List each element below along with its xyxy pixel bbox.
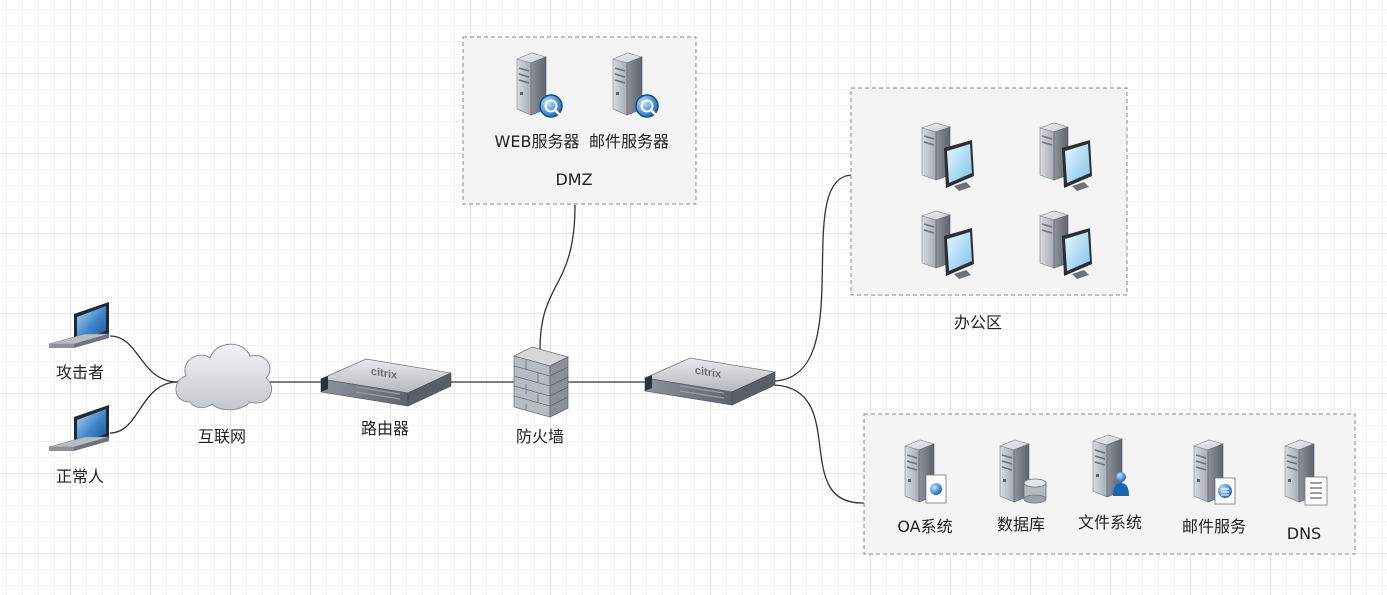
internal-servers-group: OA系统 数据库 文件系统 邮件服务 DNS — [863, 413, 1356, 555]
oa-server-icon — [904, 439, 947, 504]
normal-user-laptop-icon — [48, 404, 110, 452]
dmz-box — [462, 36, 697, 205]
cloud-icon — [175, 343, 272, 411]
office-label: 办公区 — [954, 313, 1002, 332]
mail-service-server-icon — [1193, 439, 1236, 505]
link-switch-office — [774, 174, 854, 382]
router-brand-logo: citrix — [371, 366, 398, 382]
link-switch-servers — [774, 384, 865, 504]
firewall-node: 防火墙 — [513, 346, 569, 446]
dns-label: DNS — [1287, 524, 1321, 543]
normal-user-label: 正常人 — [56, 467, 104, 486]
attacker-laptop-icon — [48, 301, 110, 349]
attacker-label: 攻击者 — [56, 363, 104, 382]
link-attacker-internet — [109, 335, 179, 383]
oa-label: OA系统 — [897, 517, 952, 536]
router-node: citrix 路由器 — [320, 358, 452, 438]
switch-node: citrix — [644, 357, 776, 406]
file-system-server-icon — [1092, 434, 1129, 498]
switch-brand-logo: citrix — [695, 365, 722, 381]
database-server-icon — [999, 439, 1047, 504]
dns-server-icon — [1284, 439, 1328, 506]
web-server-label: WEB服务器 — [495, 132, 580, 151]
file-system-label: 文件系统 — [1078, 513, 1142, 532]
router-icon: citrix — [320, 358, 452, 407]
link-normal-user-internet — [109, 381, 179, 434]
attacker-node: 攻击者 — [48, 301, 110, 382]
switch-icon: citrix — [644, 357, 776, 406]
internet-label: 互联网 — [198, 427, 246, 446]
normal-user-node: 正常人 — [48, 404, 110, 486]
dmz-group: WEB服务器 邮件服务器 DMZ — [462, 36, 697, 205]
link-firewall-dmz — [539, 204, 576, 351]
mail-server-label: 邮件服务器 — [589, 132, 669, 151]
firewall-label: 防火墙 — [516, 427, 564, 446]
office-group: 办公区 — [850, 87, 1128, 332]
firewall-wall-icon — [513, 346, 569, 418]
database-label: 数据库 — [997, 515, 1045, 534]
router-label: 路由器 — [361, 419, 409, 438]
internet-node: 互联网 — [175, 343, 272, 446]
mail-service-label: 邮件服务 — [1182, 517, 1246, 536]
dmz-label: DMZ — [555, 170, 592, 189]
connections — [109, 174, 865, 504]
